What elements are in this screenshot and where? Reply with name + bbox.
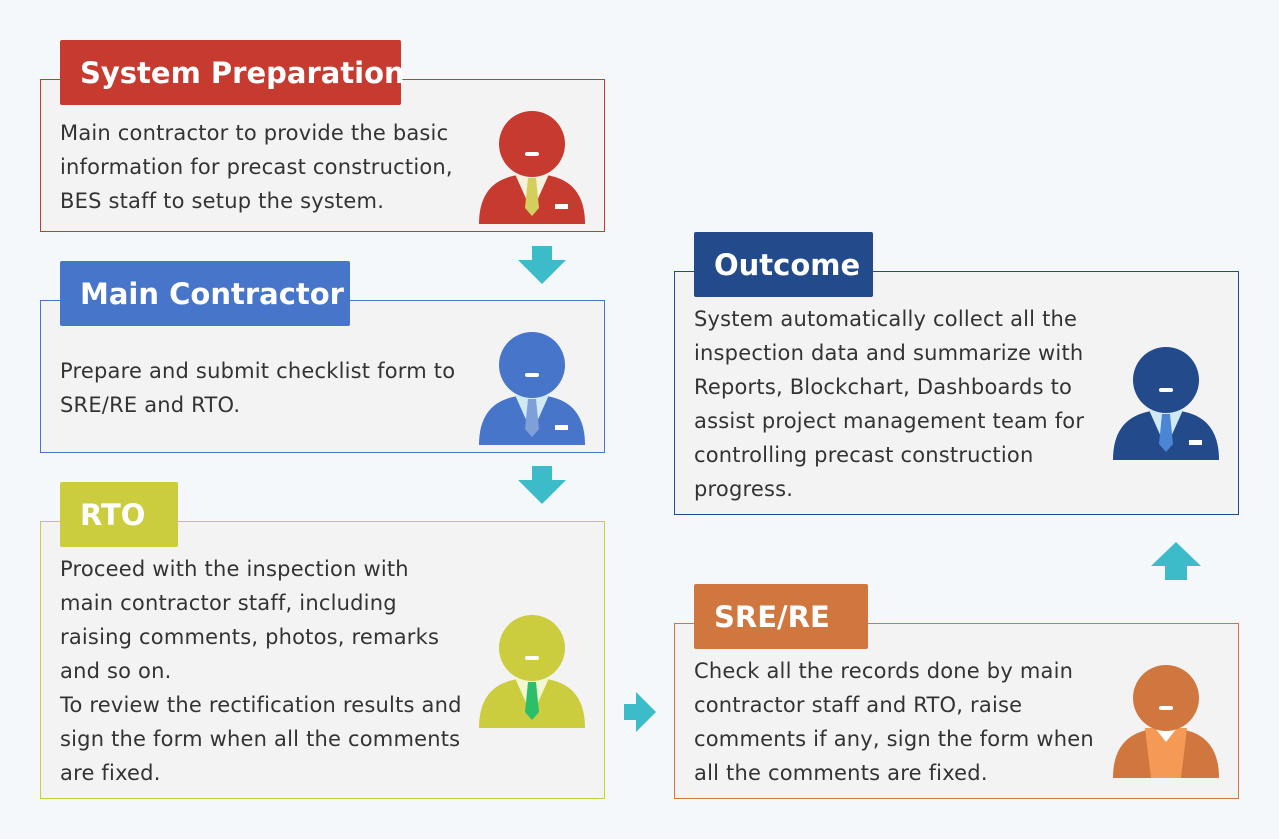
system-preparation-title: System Preparation xyxy=(60,40,405,105)
arrow-down-icon xyxy=(518,466,566,504)
person-icon xyxy=(479,111,585,224)
person-icon xyxy=(1113,347,1219,460)
person-icon xyxy=(1113,665,1219,778)
person-icon xyxy=(479,332,585,445)
arrow-right-icon xyxy=(624,692,656,732)
arrow-up-icon xyxy=(1151,542,1201,580)
outcome-title: Outcome xyxy=(694,232,873,297)
outcome-description: System automatically collect all the ins… xyxy=(694,307,1085,501)
sre-re-title: SRE/RE xyxy=(694,584,868,649)
arrow-down-icon xyxy=(518,246,566,284)
outcome-card: System automatically collect all the ins… xyxy=(674,271,1239,515)
sre-re-card: Check all the records done by main contr… xyxy=(674,623,1239,799)
rto-description: Proceed with the inspection with main co… xyxy=(60,557,462,785)
rto-title: RTO xyxy=(60,482,178,547)
person-icon xyxy=(479,615,585,728)
system-preparation-description: Main contractor to provide the basic inf… xyxy=(60,121,453,213)
sre-re-description: Check all the records done by main contr… xyxy=(694,659,1094,785)
main-contractor-description: Prepare and submit checklist form to SRE… xyxy=(60,359,456,417)
main-contractor-title: Main Contractor xyxy=(60,261,350,326)
rto-card: Proceed with the inspection with main co… xyxy=(40,521,605,799)
